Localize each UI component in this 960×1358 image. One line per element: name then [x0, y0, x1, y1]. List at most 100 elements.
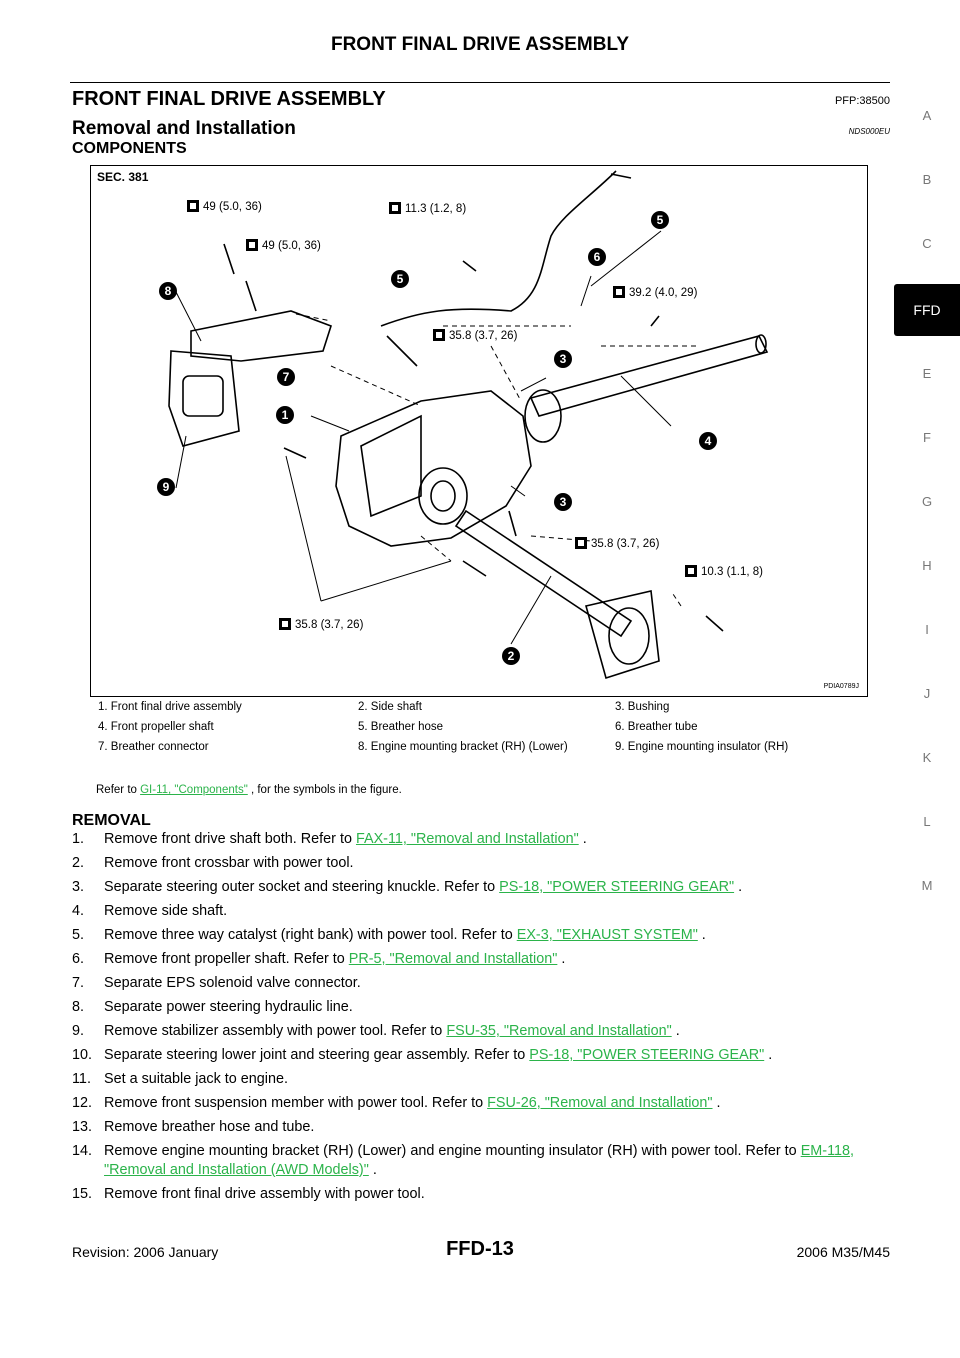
wrench-icon: [187, 200, 199, 212]
callout-7: 7: [277, 368, 295, 386]
reference-link[interactable]: EX-3, "EXHAUST SYSTEM": [516, 927, 698, 943]
legend-item: 2. Side shaft: [358, 701, 422, 713]
callout-1: 1: [276, 406, 294, 424]
removal-step: 1.Remove front drive shaft both. Refer t…: [72, 830, 892, 849]
legend-item: 9. Engine mounting insulator (RH): [615, 741, 789, 753]
step-number: 2.: [72, 855, 85, 871]
index-tab-a[interactable]: A: [922, 108, 932, 123]
legend-row: 7. Breather connector 8. Engine mounting…: [90, 737, 868, 757]
footer-revision: Revision: 2006 January: [72, 1244, 219, 1260]
legend-item: 7. Breather connector: [98, 741, 209, 753]
callout-6: 6: [588, 248, 606, 266]
removal-step: 15.Remove front final drive assembly wit…: [72, 1185, 892, 1204]
reference-link[interactable]: FSU-26, "Removal and Installation": [487, 1095, 713, 1111]
removal-step: 9. Remove stabilizer assembly with power …: [72, 1022, 892, 1041]
breather-hose-shape: [380, 170, 617, 327]
index-tab-c[interactable]: C: [922, 236, 932, 251]
final-drive-body-shape: [335, 390, 532, 547]
propeller-shaft-shape: [529, 335, 769, 417]
step-number: 6.: [72, 951, 85, 967]
reference-link[interactable]: PS-18, "POWER STEERING GEAR": [529, 1047, 765, 1063]
components-figure: SEC. 381 49 (5.0, 36) 49 (5.0, 36) 11.3 …: [90, 165, 868, 697]
step-text: Remove breather hose and tube.: [104, 1119, 315, 1135]
removal-step: 14. Remove engine mounting bracket (RH) (…: [72, 1142, 892, 1180]
index-tab-j[interactable]: J: [923, 686, 931, 701]
footer-model: 2006 M35/M45: [796, 1244, 890, 1260]
index-tab-e[interactable]: E: [922, 366, 932, 381]
torque-label: 35.8 (3.7, 26): [433, 329, 517, 342]
step-number: 3.: [72, 879, 85, 895]
step-number: 10.: [72, 1047, 93, 1063]
callout-4: 4: [699, 432, 717, 450]
step-text: Remove side shaft.: [104, 903, 228, 919]
index-tab-b[interactable]: B: [922, 172, 932, 187]
step-number: 12.: [72, 1095, 93, 1111]
removal-step: 11. Set a suitable jack to engine.: [72, 1070, 892, 1089]
callout-3: 3: [554, 493, 572, 511]
index-tab-k[interactable]: K: [922, 750, 932, 765]
removal-step: 3. Separate steering outer socket and ste…: [72, 878, 892, 897]
removal-step: 2. Remove front crossbar with power tool.: [72, 854, 892, 873]
step-text: Remove engine mounting bracket (RH) (Low…: [104, 1143, 855, 1178]
step-text: Remove three way catalyst (right bank) w…: [104, 927, 706, 943]
section-code: PFP:38500: [834, 95, 890, 107]
index-tab-f[interactable]: F: [923, 430, 931, 445]
callout-9: 9: [157, 478, 175, 496]
step-number: 7.: [72, 975, 85, 991]
components-heading: COMPONENTS: [72, 140, 187, 157]
mounting-insulator-shape: [168, 350, 240, 447]
reference-link[interactable]: PS-18, "POWER STEERING GEAR": [499, 879, 735, 895]
step-text: Set a suitable jack to engine.: [104, 1071, 289, 1087]
section-title: FRONT FINAL DRIVE ASSEMBLY: [72, 88, 386, 110]
removal-step: 7. Separate EPS solenoid valve connector.: [72, 974, 892, 993]
torque-label: 39.2 (4.0, 29): [613, 286, 697, 299]
step-number: 11.: [72, 1071, 91, 1087]
subsection-code: NDS000EU: [848, 127, 890, 136]
torque-label: 11.3 (1.2, 8): [389, 202, 466, 215]
step-number: 5.: [72, 927, 85, 943]
legend-item: 6. Breather tube: [615, 721, 698, 733]
removal-step: 13. Remove breather hose and tube.: [72, 1118, 892, 1137]
step-text: Remove front drive shaft both. Refer to …: [104, 831, 587, 847]
legend-row: 4. Front propeller shaft 5. Breather hos…: [90, 717, 868, 737]
step-text: Remove stabilizer assembly with power to…: [104, 1023, 680, 1039]
step-text: Remove front suspension member with powe…: [104, 1095, 721, 1111]
legend-item: 5. Breather hose: [358, 721, 444, 733]
reference-link[interactable]: FAX-11, "Removal and Installation": [355, 831, 579, 847]
step-text: Separate EPS solenoid valve connector.: [104, 975, 361, 991]
wrench-icon: [246, 239, 258, 251]
step-number: 4.: [72, 903, 85, 919]
index-tab-g[interactable]: G: [921, 494, 933, 509]
parts-legend: 1. Front final drive assembly 2. Side sh…: [90, 697, 868, 757]
step-number: 13.: [72, 1119, 93, 1135]
torque-label: 49 (5.0, 36): [187, 200, 262, 213]
wrench-icon: [685, 565, 697, 577]
torque-label: 10.3 (1.1, 8): [685, 565, 763, 578]
reference-link[interactable]: EM-118, "Removal and Installation (AWD M…: [104, 1143, 855, 1178]
step-text: Separate steering outer socket and steer…: [104, 879, 743, 895]
index-tab-m[interactable]: M: [921, 878, 933, 893]
removal-step: 4. Remove side shaft.: [72, 902, 892, 921]
mounting-bracket-shape: [190, 310, 332, 362]
step-number: 15.: [72, 1186, 93, 1202]
side-shaft-shape: [454, 509, 633, 638]
components-link[interactable]: GI-11, "Components": [140, 784, 248, 796]
index-tab-h[interactable]: H: [922, 558, 932, 573]
reference-link[interactable]: PR-5, "Removal and Installation": [348, 951, 558, 967]
index-tab-i[interactable]: I: [925, 622, 929, 637]
step-number: 14.: [72, 1143, 93, 1159]
step-text: Remove front propeller shaft. Refer to P…: [104, 951, 566, 967]
reference-link[interactable]: FSU-35, "Removal and Installation": [446, 1023, 672, 1039]
legend-item: 8. Engine mounting bracket (RH) (Lower): [358, 741, 568, 753]
index-tab-ffd[interactable]: FFD: [894, 284, 960, 336]
removal-heading: REMOVAL: [72, 812, 151, 829]
removal-step: 10.Separate steering lower joint and ste…: [72, 1046, 892, 1065]
legend-item: 4. Front propeller shaft: [98, 721, 214, 733]
page-header: FRONT FINAL DRIVE ASSEMBLY: [330, 34, 630, 55]
step-text: Remove front crossbar with power tool.: [104, 855, 354, 871]
callout-3: 3: [554, 350, 572, 368]
legend-item: 3. Bushing: [615, 701, 670, 713]
step-number: 9.: [72, 1023, 85, 1039]
removal-step: 5. Remove three way catalyst (right bank)…: [72, 926, 892, 945]
index-tab-l[interactable]: L: [923, 814, 931, 829]
